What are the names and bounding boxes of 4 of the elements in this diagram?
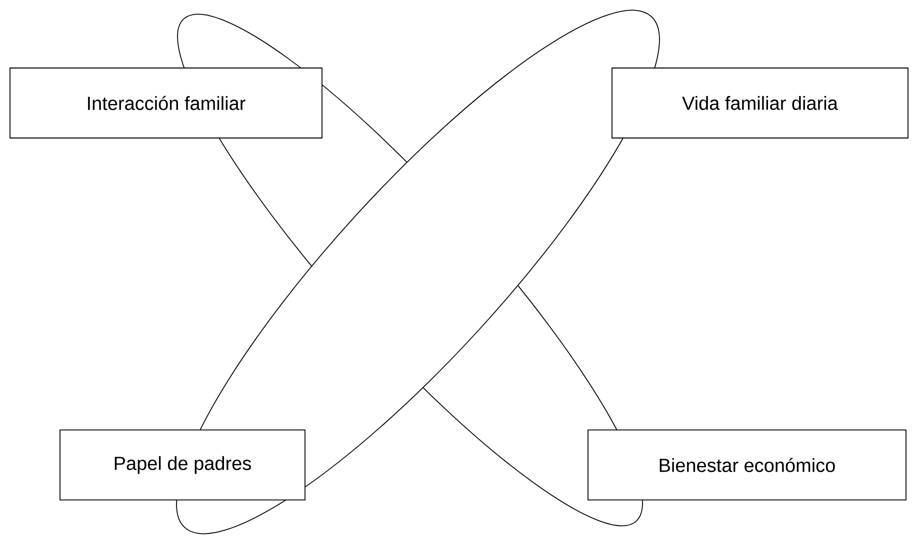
text-box: Papel de padres bbox=[60, 430, 306, 500]
text-box: Interacción familiar bbox=[10, 68, 322, 138]
text-box: Bienestar económico bbox=[588, 430, 906, 500]
text-box: Vida familiar diaria bbox=[612, 68, 908, 138]
